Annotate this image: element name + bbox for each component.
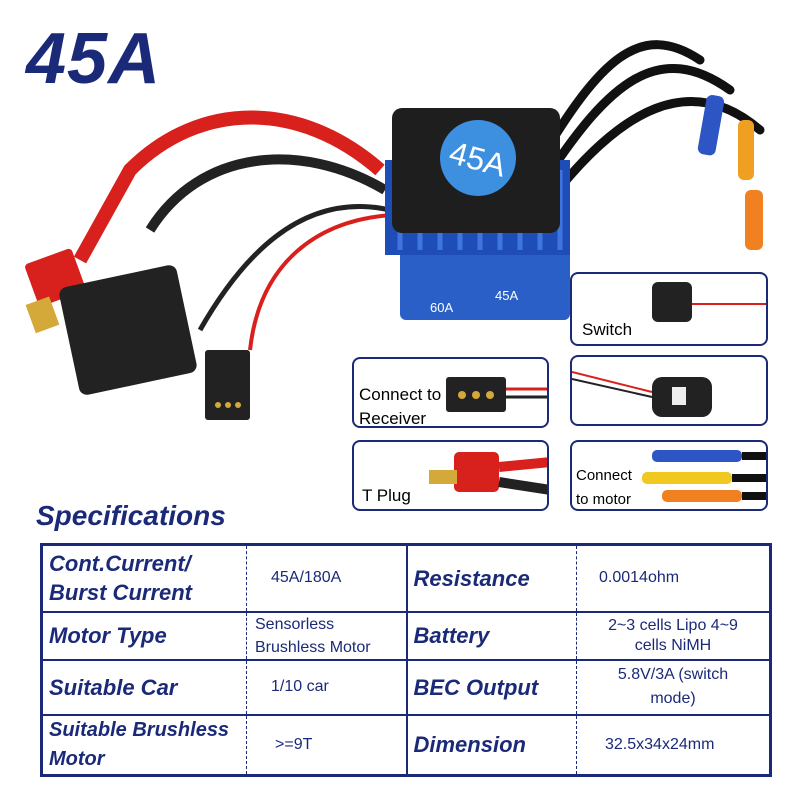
- table-row: Motor Type Sensorless Brushless Motor Ba…: [40, 610, 772, 661]
- spec-value: 5.8V/3A (switch mode): [576, 658, 772, 716]
- page-title: 45A: [26, 19, 162, 99]
- callout-label: T Plug: [362, 486, 411, 505]
- blue-bullet-connector: [697, 95, 725, 156]
- yellow-bullet-connector: [738, 120, 754, 180]
- specifications-table: Cont.Current/ Burst Current 45A/180A Res…: [40, 543, 772, 777]
- motor-wires: [535, 40, 765, 205]
- bullet-connectors-icon: [642, 450, 766, 502]
- table-row: Suitable Car 1/10 car BEC Output 5.8V/3A…: [40, 658, 772, 716]
- spec-value: 32.5x34x24mm: [576, 713, 772, 777]
- servo-plug-icon: [446, 377, 547, 412]
- spec-value: 2~3 cells Lipo 4~9 cells NiMH: [576, 610, 772, 661]
- callout-receiver: Connect to Receiver: [352, 357, 549, 428]
- esc-case: [400, 240, 570, 320]
- callout-switch-button: [570, 355, 768, 426]
- spec-key: Resistance: [405, 543, 577, 613]
- fan-badge: [440, 120, 516, 196]
- spec-value: Sensorless Brushless Motor: [246, 610, 408, 661]
- callout-motor: Connect to motor: [570, 440, 768, 511]
- spec-value: 45A/180A: [246, 543, 408, 613]
- switch-plug-icon: [652, 282, 766, 322]
- spec-key: Battery: [405, 610, 577, 661]
- receiver-plug: [205, 350, 250, 420]
- esc-product-image: 45A 60A 45A: [25, 40, 765, 420]
- spec-key: Dimension: [405, 713, 577, 777]
- orange-bullet-connector: [745, 190, 763, 250]
- case-label-60a: 60A: [430, 300, 453, 315]
- spec-key: Motor Type: [40, 610, 247, 661]
- callout-t-plug: T Plug: [352, 440, 549, 511]
- red-battery-wire: [73, 110, 385, 264]
- spec-key: Cont.Current/ Burst Current: [40, 543, 247, 613]
- switch-button-icon: [572, 371, 712, 417]
- table-row: Cont.Current/ Burst Current 45A/180A Res…: [40, 543, 772, 613]
- spec-key: Suitable Brushless Motor: [40, 713, 247, 777]
- spec-key: Suitable Car: [40, 658, 247, 716]
- spec-value: 0.0014ohm: [576, 543, 772, 613]
- t-plug-icon: [429, 452, 547, 495]
- switch-box: [59, 265, 197, 395]
- case-label-45a: 45A: [495, 288, 518, 303]
- callout-label: Connect to motor: [576, 467, 632, 508]
- callout-label: Switch: [582, 320, 633, 339]
- spec-value: >=9T: [246, 713, 408, 777]
- spec-value: 1/10 car: [246, 658, 408, 716]
- spec-key: BEC Output: [405, 658, 577, 716]
- callout-label: Connect to Receiver: [359, 385, 442, 428]
- callout-switch: Switch: [570, 272, 768, 346]
- table-row: Suitable Brushless Motor >=9T Dimension …: [40, 713, 772, 777]
- specifications-heading: Specifications: [36, 500, 226, 531]
